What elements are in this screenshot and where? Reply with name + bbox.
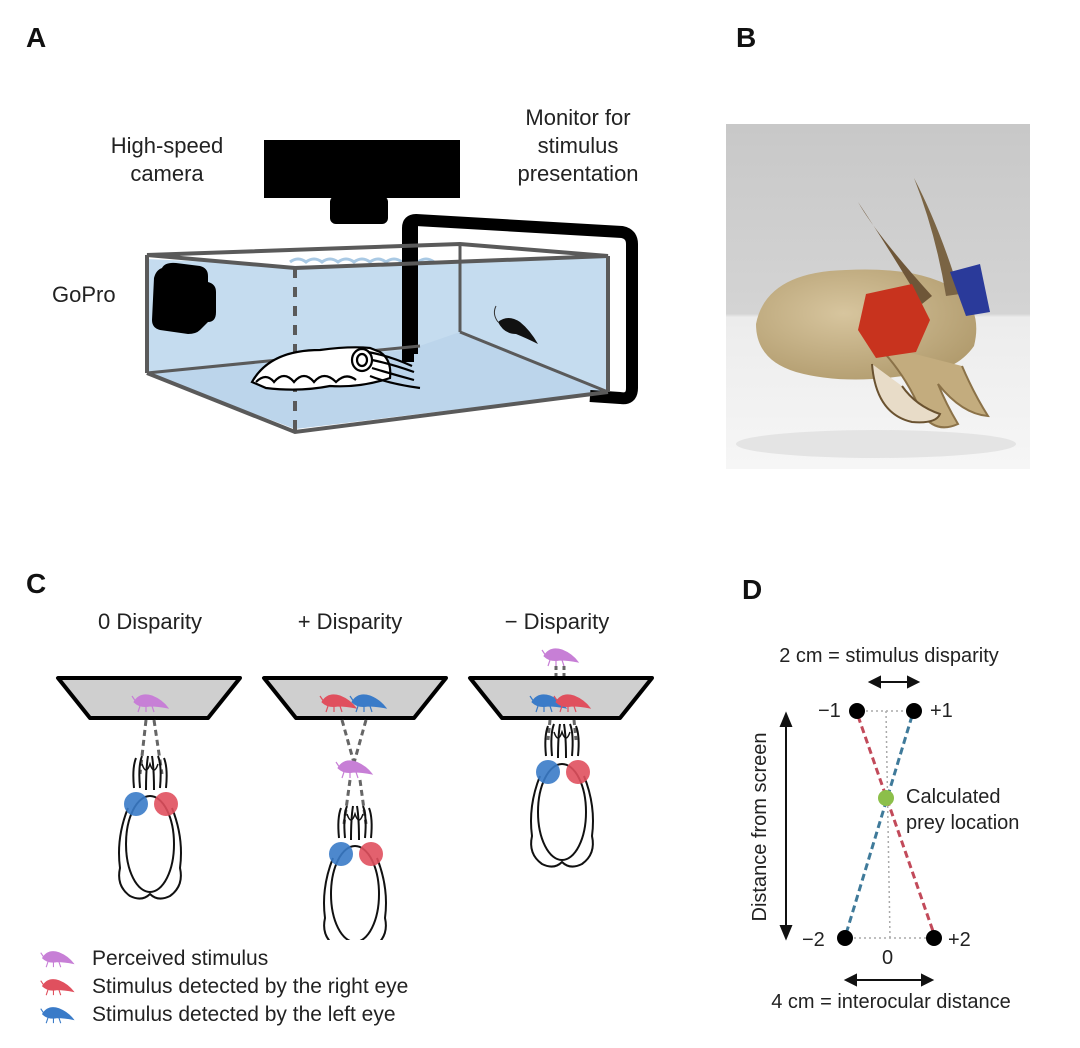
point-plus2 [926,930,942,946]
left-tentacle [858,202,932,304]
legend-label: Stimulus detected by the left eye [92,1003,396,1026]
right-tentacle [914,178,960,296]
cuttlefish-photo [726,124,1030,469]
monitor-label-line3: presentation [517,161,639,186]
point-label-zero: 0 [882,947,894,969]
calculated-prey-point [878,790,894,806]
high-speed-camera-label-line1: High-speed [110,133,224,158]
condition-title-zero: 0 Disparity [98,609,202,634]
right-eye-ray [856,715,936,935]
shrimp-on-screen-icon [493,305,538,344]
point-label-plus1: +1 [930,700,953,722]
right-eye-red [154,792,178,816]
point-minus2 [837,930,853,946]
monitor-label-line1: Monitor for [525,105,631,130]
left-eye-blue [124,792,148,816]
gopro-icon [152,262,216,334]
cuttlefish-side-icon [250,346,421,391]
shrimp-icon [40,951,74,968]
left-eye-blue [536,760,560,784]
point-plus1 [906,703,922,719]
interocular-width-arrow [843,973,935,987]
condition-negative-diagram [468,648,654,868]
cuttlefish-top-icon [118,755,182,900]
left-eye-ray [844,715,914,935]
perceived-stimulus-icon [335,760,373,779]
high-speed-camera-icon [264,140,460,224]
right-eye-red [566,760,590,784]
legend-label: Stimulus detected by the right eye [92,975,409,998]
legend-item-left-eye: Stimulus detected by the left eye [40,1002,396,1028]
prey-location-label: Calculated prey location [906,784,1019,836]
point-label-minus1: −1 [818,700,841,722]
monitor-frame-icon [402,214,638,405]
shrimp-icon [40,1007,74,1024]
prey-location-label-line2: prey location [906,812,1020,834]
cuttlefish-top-icon [530,723,594,868]
point-label-plus2: +2 [948,929,971,951]
interocular-distance-caption: 4 cm = interocular distance [771,991,1011,1013]
shrimp-icon [40,979,74,996]
disparity-geometry-diagram [779,675,942,987]
perceived-stimulus-icon [541,648,579,667]
monitor-label: Monitor for stimulus presentation [498,104,658,188]
cuttlefish-top-icon [323,805,387,940]
disparity-width-arrow [867,675,921,689]
distance-axis-arrow [779,711,793,941]
gopro-label: GoPro [52,282,116,307]
panel-b-letter: B [736,22,757,53]
tank-setup-diagram [145,140,638,435]
disparity-diagrams [56,648,654,940]
panel-d-letter: D [742,574,763,605]
left-eye-blue [329,842,353,866]
high-speed-camera-label-line2: camera [130,161,204,186]
condition-positive-diagram [262,676,448,940]
condition-title-negative: − Disparity [504,609,610,634]
legend-label: Perceived stimulus [92,947,269,970]
condition-zero-diagram [56,676,242,900]
right-eye-red [359,842,383,866]
point-minus1 [849,703,865,719]
point-label-minus2: −2 [802,929,825,951]
blue-lens [950,264,990,316]
high-speed-camera-label: High-speed camera [92,132,242,188]
legend-item-right-eye: Stimulus detected by the right eye [40,974,408,1000]
panel-c-letter: C [26,568,47,599]
monitor-label-line2: stimulus [537,133,619,158]
prey-location-label-line1: Calculated [906,786,1001,808]
legend-item-perceived: Perceived stimulus [40,946,268,972]
stimulus-disparity-caption: 2 cm = stimulus disparity [779,645,999,667]
condition-title-positive: + Disparity [297,609,403,634]
panel-a-letter: A [26,22,47,53]
red-lens [858,284,930,358]
